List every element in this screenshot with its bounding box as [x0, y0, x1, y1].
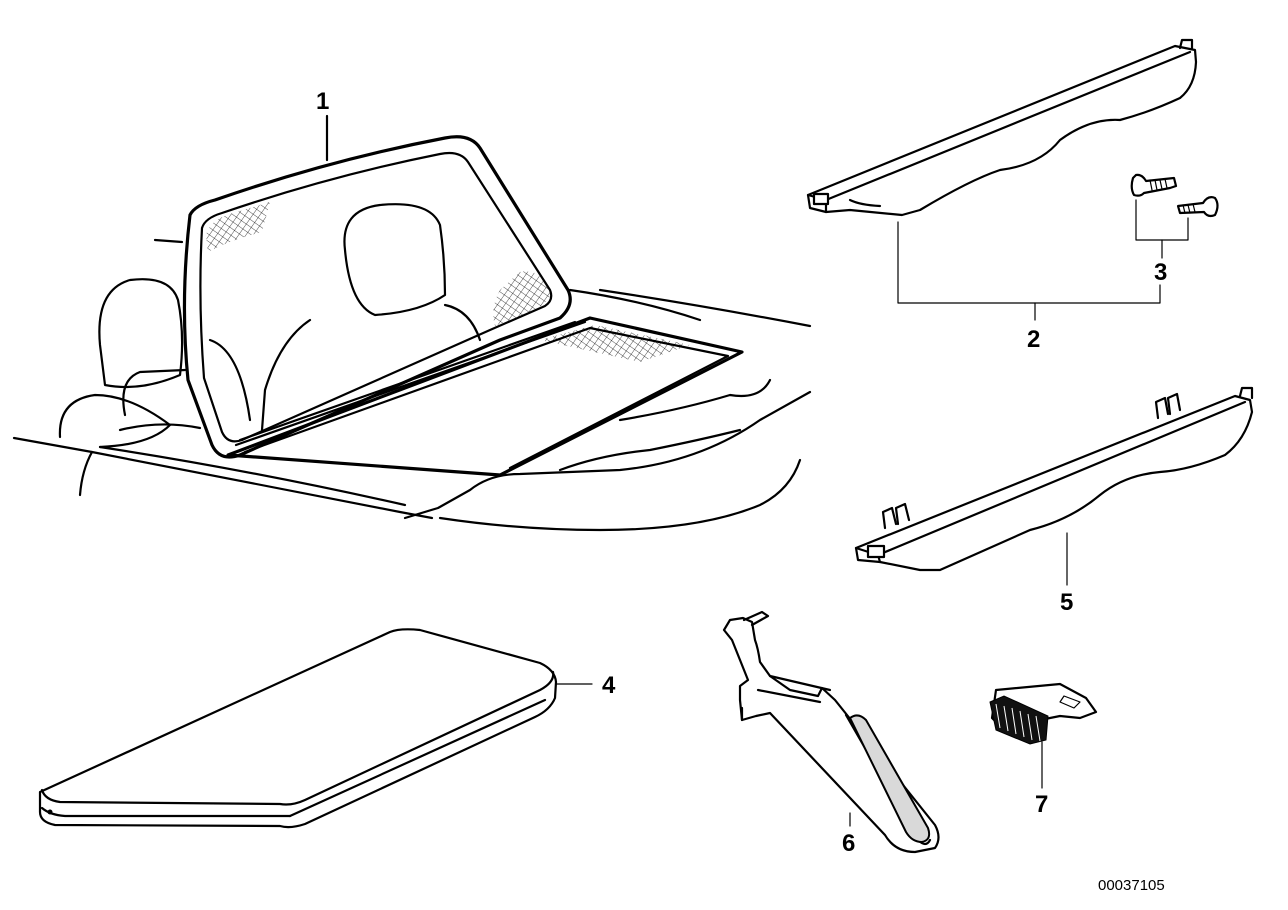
storage-bag	[38, 628, 558, 829]
callout-5: 5	[1060, 589, 1073, 616]
car-with-windscreen	[12, 135, 812, 532]
drawing-number: 00037105	[1098, 877, 1165, 894]
clip	[989, 682, 1098, 745]
cover-panel	[806, 38, 1198, 217]
callout-7: 7	[1035, 791, 1048, 818]
callout-3: 3	[1154, 259, 1167, 286]
cover-panel-hinged	[854, 386, 1254, 572]
leader-2	[897, 221, 1161, 304]
holder-bracket	[722, 610, 940, 854]
callout-4: 4	[602, 672, 616, 699]
callout-2: 2	[1027, 326, 1040, 353]
callout-6: 6	[842, 830, 855, 857]
screws	[1130, 173, 1219, 218]
callout-1: 1	[316, 88, 329, 115]
